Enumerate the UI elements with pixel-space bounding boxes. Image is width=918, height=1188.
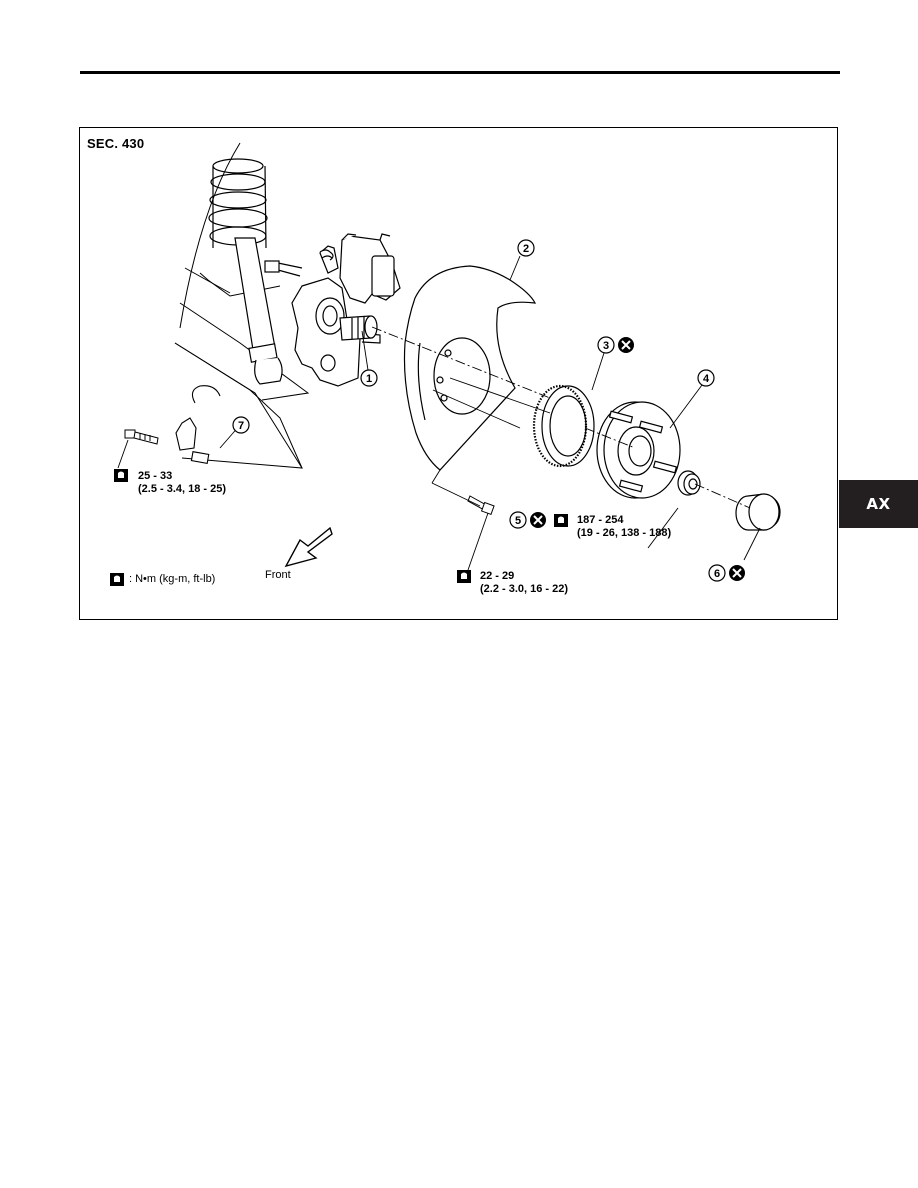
baffle-plate xyxy=(403,265,537,471)
torque-spec-lock-nut: 187 - 254 (19 - 26, 138 - 188) xyxy=(577,514,671,540)
torque-unit-legend: : N•m (kg-m, ft-lb) xyxy=(129,573,216,585)
do-not-reuse-icon xyxy=(729,565,745,581)
callout-circles xyxy=(232,239,726,582)
abs-sensor-bolt xyxy=(124,429,159,445)
torque-wrench-icon xyxy=(110,573,124,586)
front-axle-exploded-view: 1 2 3 4 5 6 7 xyxy=(110,142,781,586)
callout-6: 6 xyxy=(714,568,720,580)
baffle-bolt xyxy=(467,495,495,516)
hub-cap xyxy=(735,493,781,531)
sensor-rotor xyxy=(532,384,595,468)
section-label: SEC. 430 xyxy=(87,136,145,151)
do-not-reuse-icon xyxy=(618,337,634,353)
wheel-hub xyxy=(596,401,681,499)
torque-nut-alt: (19 - 26, 138 - 188) xyxy=(577,527,672,539)
torque-wrench-icon xyxy=(457,570,471,583)
abs-sensor xyxy=(175,385,221,464)
coil-spring xyxy=(208,158,268,249)
shock-absorber-strut xyxy=(234,237,283,385)
section-tab: AX xyxy=(839,480,918,528)
steering-knuckle xyxy=(264,260,381,387)
torque-sensor-alt: (2.5 - 3.4, 18 - 25) xyxy=(138,483,227,495)
front-label: Front xyxy=(265,569,291,581)
callout-7: 7 xyxy=(238,420,244,432)
brake-caliper xyxy=(319,233,401,304)
callout-2: 2 xyxy=(523,243,529,255)
do-not-reuse-icon xyxy=(530,512,546,528)
exploded-diagram-frame: SEC. 430 xyxy=(79,127,838,620)
torque-nut-nm: 187 - 254 xyxy=(577,514,624,526)
torque-spec-baffle-bolt: 22 - 29 (2.2 - 3.0, 16 - 22) xyxy=(480,570,568,596)
callout-5: 5 xyxy=(515,515,521,527)
torque-wrench-icon xyxy=(114,469,128,482)
lock-nut xyxy=(677,470,701,496)
front-arrow-icon xyxy=(284,526,333,568)
torque-sensor-nm: 25 - 33 xyxy=(138,470,173,482)
torque-bolt-alt: (2.2 - 3.0, 16 - 22) xyxy=(480,583,569,595)
spindle xyxy=(339,315,378,341)
torque-spec-sensor-bolt: 25 - 33 (2.5 - 3.4, 18 - 25) xyxy=(138,470,226,496)
header-rule xyxy=(80,71,840,74)
callout-1: 1 xyxy=(366,373,372,385)
callout-4: 4 xyxy=(703,373,710,385)
torque-bolt-nm: 22 - 29 xyxy=(480,570,515,582)
callout-3: 3 xyxy=(603,340,609,352)
torque-wrench-icon xyxy=(554,514,568,527)
